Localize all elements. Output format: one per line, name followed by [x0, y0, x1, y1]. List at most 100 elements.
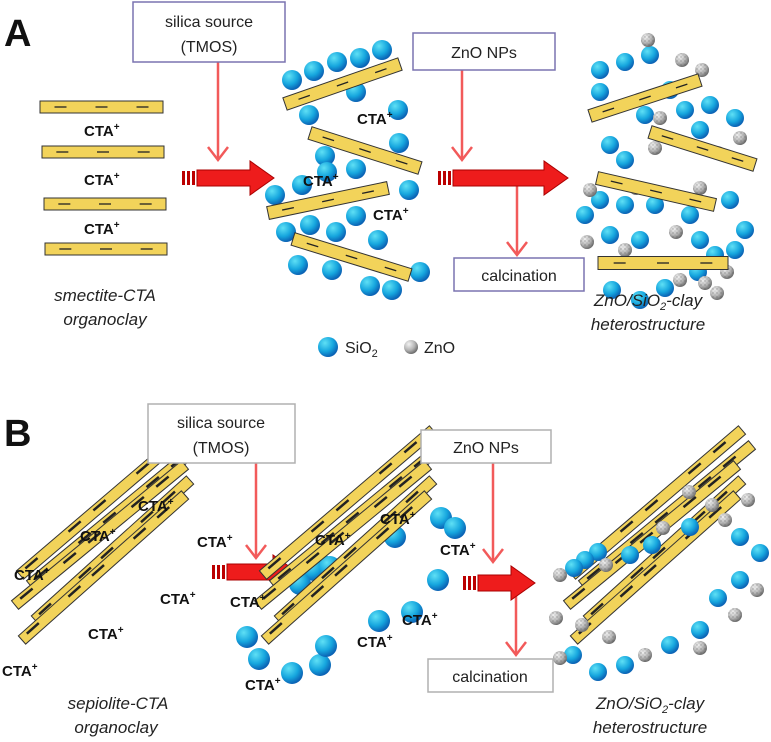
zno-texture: [750, 583, 764, 597]
sio2-sphere: [641, 46, 659, 64]
cta-label: CTA+: [402, 611, 438, 629]
zno-texture: [638, 648, 652, 662]
legend: SiO2 ZnO: [318, 337, 455, 360]
zno-texture: [583, 183, 597, 197]
negative-charge-mark: [281, 602, 295, 616]
sio2-sphere: [300, 215, 320, 235]
arrow-body: [477, 565, 536, 601]
sio2-sphere: [410, 262, 430, 282]
negative-charge-mark: [132, 527, 147, 540]
negative-charge-mark: [689, 198, 702, 203]
negative-charge-mark: [26, 622, 40, 635]
negative-charge-mark: [269, 622, 283, 635]
silica-box-line2: (TMOS): [193, 440, 250, 457]
arrow-stub: [463, 576, 466, 590]
negative-charge-mark: [707, 475, 722, 488]
clay-layer: [290, 232, 413, 282]
negative-charge-mark: [661, 135, 674, 140]
sio2-sphere: [346, 159, 366, 179]
cta-label: CTA+: [357, 633, 393, 651]
negative-charge-mark: [19, 587, 34, 600]
clay-layer: [44, 242, 168, 256]
zno-texture: [673, 273, 687, 287]
negative-charge-mark: [399, 506, 414, 519]
negative-charge-mark: [696, 146, 709, 151]
zno-texture: [728, 608, 742, 622]
sio2-sphere: [631, 291, 649, 309]
arrow-stub: [187, 171, 190, 185]
zno-texture: [653, 111, 667, 125]
start-label-line2: organoclay: [74, 718, 159, 737]
negative-charge-mark: [100, 546, 114, 560]
negative-charge-mark: [731, 157, 744, 162]
negative-charge-mark: [639, 531, 654, 544]
sio2-sphere: [304, 61, 324, 81]
arrow-body: [452, 160, 569, 196]
sio2-sphere: [616, 656, 634, 674]
arrow-head: [505, 641, 527, 658]
negative-charge-mark: [330, 531, 345, 544]
arrow-head: [506, 241, 528, 258]
negative-charge-mark: [321, 566, 335, 580]
sio2-sphere: [315, 146, 335, 166]
sio2-sphere: [389, 133, 409, 153]
zno-texture: [682, 485, 696, 499]
zno-texture: [648, 141, 662, 155]
clay-layer: [266, 181, 390, 220]
start-label-line1: smectite-CTA: [54, 286, 156, 305]
cta-label: CTA+: [80, 527, 116, 545]
sio2-sphere: [726, 109, 744, 127]
sio2-sphere: [346, 206, 366, 226]
negative-charge-mark: [586, 567, 601, 580]
sio2-sphere: [576, 206, 594, 224]
calcination-label: calcination: [452, 669, 528, 686]
sio2-sphere: [372, 40, 392, 60]
clay-layer: [39, 100, 164, 114]
negative-charge-mark: [310, 585, 325, 598]
zno-texture: [693, 181, 707, 195]
cta-label: CTA+: [138, 497, 174, 515]
negative-charge-mark: [34, 567, 49, 580]
sio2-sphere: [601, 136, 619, 154]
reaction-arrow: [182, 160, 275, 196]
sio2-sphere: [736, 221, 754, 239]
sio2-sphere: [681, 518, 699, 536]
arrow-head: [451, 146, 473, 163]
sio2-sphere: [709, 589, 727, 607]
sio2-sphere: [646, 196, 664, 214]
end-label-line2: heterostructure: [591, 315, 705, 334]
sio2-sphere: [589, 663, 607, 681]
sio2-legend-icon: [318, 337, 338, 357]
sio2-sphere: [731, 571, 749, 589]
cta-label: CTA+: [315, 531, 351, 549]
negative-charge-mark: [321, 198, 335, 203]
negative-charge-mark: [345, 254, 358, 260]
zno-texture: [549, 611, 563, 625]
sio2-sphere: [368, 610, 390, 632]
sio2-sphere: [288, 255, 308, 275]
negative-charge-mark: [277, 567, 292, 580]
cta-label: CTA+: [14, 566, 50, 584]
negative-charge-mark: [383, 510, 397, 524]
negative-charge-mark: [305, 551, 320, 565]
zno-box-b: ZnO NPs: [420, 429, 552, 464]
zno-texture: [705, 498, 719, 512]
negative-charge-mark: [156, 506, 171, 519]
negative-charge-mark: [24, 557, 39, 570]
silica-source-box-b: silica source (TMOS): [147, 403, 296, 464]
sio2-sphere: [309, 654, 331, 676]
sio2-sphere: [691, 231, 709, 249]
zno-texture: [695, 63, 709, 77]
sio2-sphere: [292, 175, 312, 195]
negative-charge-mark: [602, 107, 615, 113]
negative-charge-mark: [135, 462, 150, 475]
negative-charge-mark: [306, 242, 319, 248]
negative-charge-mark: [162, 490, 176, 504]
sio2-sphere: [656, 279, 674, 297]
silica-source-box-a: silica source (TMOS): [132, 1, 286, 63]
silica-box-line1: silica source: [177, 415, 265, 432]
cta-label: CTA+: [380, 510, 416, 528]
sio2-sphere: [281, 662, 303, 684]
clay-layer: [647, 125, 758, 172]
